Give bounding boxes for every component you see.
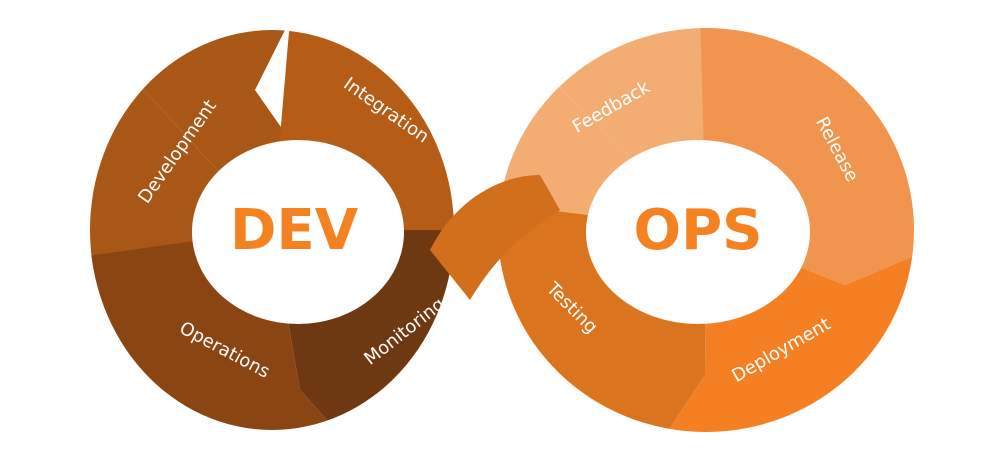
- segment-testing-crossing: [430, 175, 560, 300]
- ops-label: OPS: [634, 198, 763, 263]
- left-loop-center: [192, 140, 404, 324]
- dev-label: DEV: [230, 198, 359, 263]
- right-loop-center: [586, 140, 810, 324]
